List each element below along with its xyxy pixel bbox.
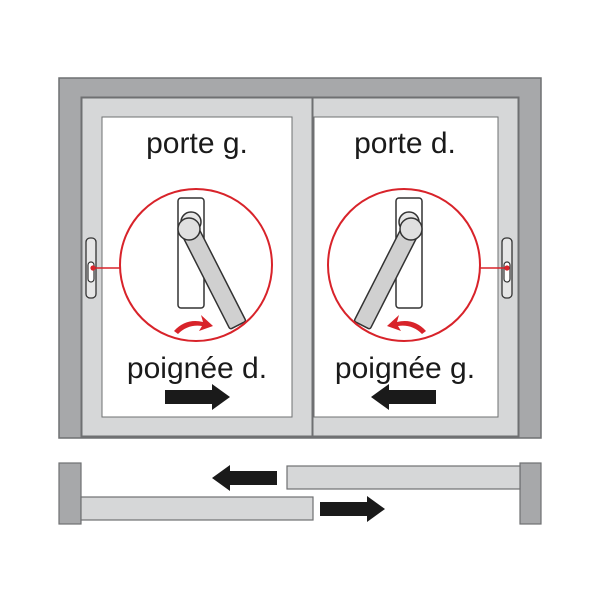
rotate-clockwise-arrow-icon: [174, 315, 213, 334]
right-handle-detail-circle: [327, 188, 481, 342]
plan-view-diagram: [58, 462, 542, 525]
plan-lower-panel: [80, 496, 314, 521]
arrow-left-icon: [371, 384, 436, 410]
plan-arrow-left-icon: [212, 465, 277, 491]
plan-arrow-right-icon: [320, 496, 385, 522]
left-edge-handle-icon: [85, 237, 120, 299]
left-handle-label: poignée d.: [127, 352, 267, 385]
arrow-right-icon: [165, 384, 230, 410]
plan-left-post: [58, 462, 82, 525]
rotate-counterclockwise-arrow-icon: [387, 315, 426, 334]
right-door-title: porte d.: [354, 127, 456, 160]
right-edge-handle-icon: [480, 237, 513, 299]
left-handle-detail-circle: [119, 188, 273, 342]
plan-upper-panel: [286, 465, 521, 490]
plan-right-post: [519, 462, 542, 525]
left-door-title: porte g.: [146, 127, 248, 160]
right-handle-label: poignée g.: [335, 352, 475, 385]
